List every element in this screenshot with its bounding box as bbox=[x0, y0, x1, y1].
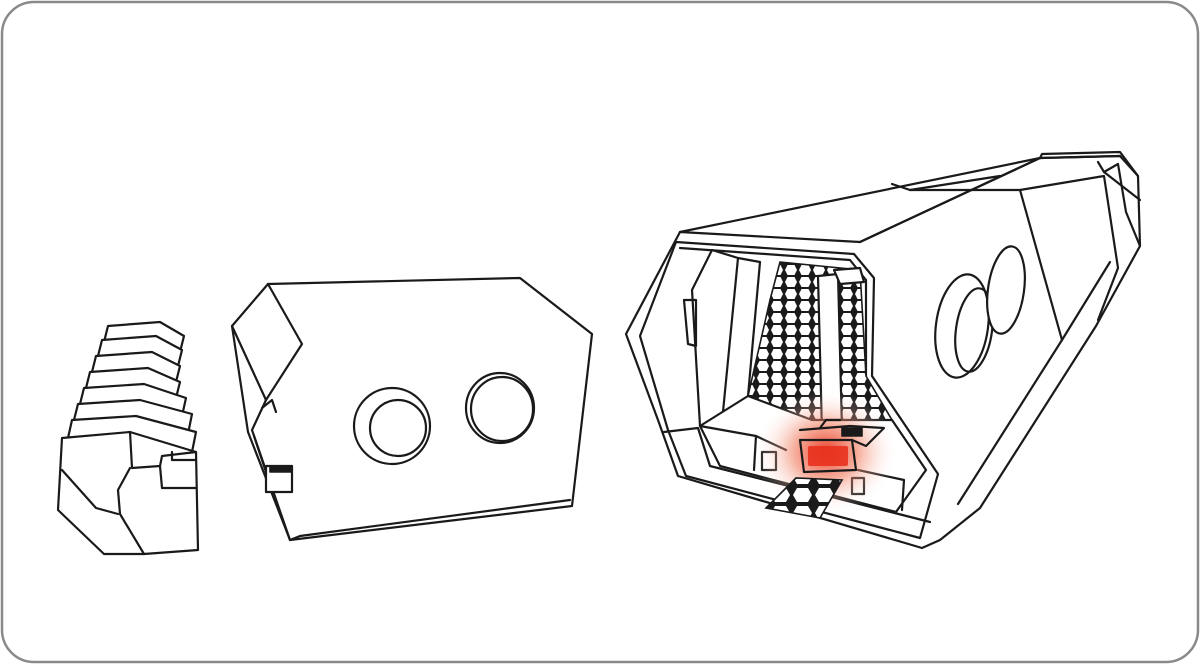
cover-hole-left bbox=[352, 386, 432, 466]
enclosure-cutaway-part bbox=[624, 150, 1142, 550]
enclosure-hole-back bbox=[986, 245, 1026, 335]
cover-plate-part bbox=[230, 276, 594, 542]
highlighted-component bbox=[798, 418, 886, 474]
cover-hole-right bbox=[464, 371, 536, 445]
heatsink-fins-part bbox=[56, 320, 200, 556]
enclosure-hole-front bbox=[934, 273, 994, 379]
